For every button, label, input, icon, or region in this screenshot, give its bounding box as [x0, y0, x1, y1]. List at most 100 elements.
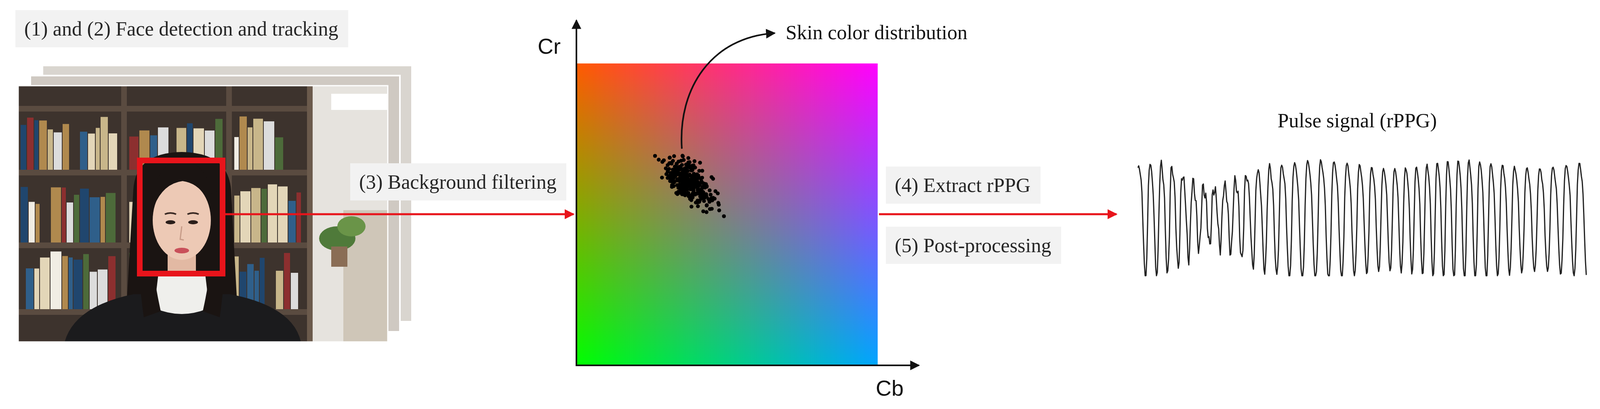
color-strip — [626, 63, 629, 366]
book — [61, 187, 66, 243]
book — [239, 116, 247, 170]
color-strip — [580, 63, 583, 366]
skin-sample-dot — [674, 191, 679, 196]
skin-sample-dot — [672, 167, 678, 172]
color-strip — [696, 63, 700, 366]
color-strip — [632, 63, 635, 366]
book — [247, 127, 253, 170]
color-strip — [614, 63, 617, 366]
color-strip — [608, 63, 611, 366]
color-strip — [851, 63, 854, 366]
book — [283, 252, 291, 310]
skin-sample-dot — [695, 187, 700, 192]
book — [34, 268, 40, 310]
skin-sample-dot — [653, 153, 658, 158]
skin-sample-dot — [680, 153, 685, 158]
color-strip — [686, 63, 690, 366]
skin-sample-dot — [665, 163, 670, 168]
color-strip — [602, 63, 606, 366]
skin-sample-dot — [704, 203, 709, 208]
color-strip — [775, 63, 778, 366]
step-label-box: (1) and (2) Face detection and tracking — [15, 10, 349, 48]
book — [20, 187, 28, 243]
skin-sample-dot — [713, 189, 718, 194]
flow-arrow — [878, 213, 1117, 216]
bangs — [151, 160, 213, 213]
color-strip — [658, 63, 662, 366]
color-strip — [873, 63, 876, 366]
skin-sample-dot — [679, 166, 684, 171]
book — [259, 257, 265, 310]
book — [39, 120, 47, 170]
skin-sample-dot — [710, 198, 715, 203]
color-strip — [674, 63, 678, 366]
color-strip — [650, 63, 654, 366]
color-strip — [664, 63, 668, 366]
color-strip — [721, 63, 724, 366]
color-strip — [748, 63, 752, 366]
skin-sample-dot — [687, 178, 692, 183]
color-strip — [672, 63, 675, 366]
book — [62, 256, 68, 310]
skin-sample-dot — [698, 160, 703, 165]
ceiling-light — [331, 93, 388, 110]
eye — [188, 220, 198, 225]
color-strip — [662, 63, 666, 366]
axis-label: Cb — [875, 374, 904, 402]
color-strip — [861, 63, 864, 366]
color-strip — [688, 63, 692, 366]
color-strip — [596, 63, 600, 366]
skin-sample-dot — [687, 183, 692, 188]
book — [296, 192, 301, 243]
skin-sample-dot — [664, 172, 669, 177]
step-label-box: (5) Post-processing — [885, 226, 1062, 264]
color-strip — [837, 63, 840, 366]
color-strip — [794, 63, 798, 366]
color-strip — [732, 63, 736, 366]
skin-sample-dot — [667, 155, 672, 160]
color-strip — [680, 63, 684, 366]
step-label: (3) Background filtering — [359, 169, 558, 194]
color-strip — [634, 63, 638, 366]
skin-color-scatter — [653, 153, 726, 218]
color-strip — [648, 63, 652, 366]
book — [53, 132, 62, 170]
color-strip — [865, 63, 868, 366]
color-strip — [869, 63, 872, 366]
color-strip — [805, 63, 808, 366]
pulse-waveform — [1137, 159, 1587, 276]
color-strip — [767, 63, 770, 366]
color-strip — [586, 63, 589, 366]
color-strip — [819, 63, 822, 366]
skin-sample-dot — [667, 155, 672, 160]
book — [253, 118, 263, 170]
color-strip — [736, 63, 740, 366]
color-strip — [845, 63, 848, 366]
color-strip — [584, 63, 587, 366]
color-strip — [646, 63, 650, 366]
color-strip — [803, 63, 806, 366]
color-strip — [779, 63, 782, 366]
color-strip — [610, 63, 613, 366]
skin-sample-dot — [683, 193, 688, 198]
book — [73, 194, 80, 243]
color-strip — [638, 63, 642, 366]
color-strip — [815, 63, 818, 366]
book — [88, 133, 95, 170]
skin-sample-dot — [702, 193, 707, 198]
eyebrow — [187, 212, 199, 215]
skin-sample-dot — [704, 203, 709, 208]
skin-sample-dot — [669, 175, 674, 180]
color-strip — [594, 63, 598, 366]
color-strip — [668, 63, 671, 366]
skin-sample-dot — [679, 185, 684, 190]
color-strip — [590, 63, 593, 366]
color-strip — [773, 63, 776, 366]
skin-sample-dot — [721, 214, 726, 219]
lips — [174, 247, 190, 254]
color-strip — [843, 63, 846, 366]
color-strip — [690, 63, 694, 366]
color-strip — [578, 63, 581, 366]
color-strip — [676, 63, 680, 366]
skin-sample-dot — [685, 168, 690, 173]
